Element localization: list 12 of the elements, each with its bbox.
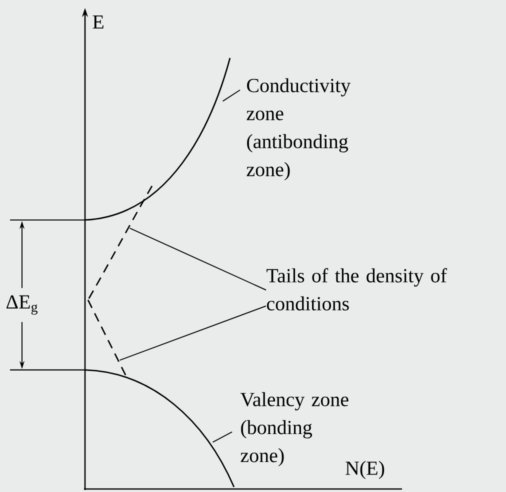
axis-label: E — [92, 15, 104, 29]
annotation-text: Conductivity zone (antibonding zone) — [246, 78, 351, 180]
annotation-text: Tails of the density of conditions — [266, 268, 447, 310]
leader-line — [119, 305, 266, 361]
gap-label: ΔE$_{g}$ — [6, 295, 38, 315]
leader-line — [212, 431, 232, 443]
leader-line — [129, 228, 266, 290]
band-curve — [84, 369, 235, 488]
leader-line — [222, 90, 240, 102]
dashed-tail-line — [87, 186, 153, 300]
band-curve — [84, 58, 231, 221]
axis-label: N(E) — [346, 460, 384, 480]
